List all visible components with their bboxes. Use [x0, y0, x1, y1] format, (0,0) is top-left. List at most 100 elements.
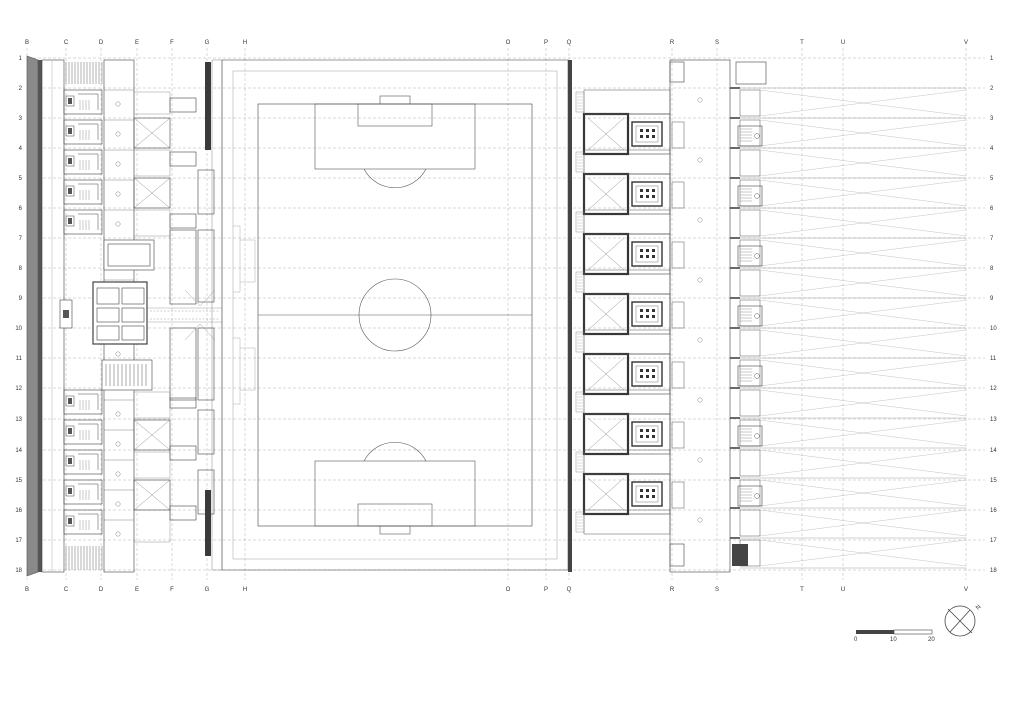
grid-label-row-12-left: 12: [15, 386, 22, 392]
grid-label-row-10-right: 10: [990, 326, 997, 332]
east-stair-core: [737, 365, 763, 387]
grid-label-col-C-bottom: C: [64, 587, 69, 593]
east-seating-tier: [730, 117, 967, 147]
room-tag-bubble: [697, 277, 703, 283]
grid-label-col-U-top: U: [841, 40, 845, 46]
grid-label-row-11-left: 11: [16, 356, 23, 362]
grid-label-col-P-bottom: P: [544, 587, 548, 593]
room-tag-bubble: [697, 457, 703, 463]
west-column-box: [169, 213, 197, 229]
east-stair-core: [737, 185, 763, 207]
west-bay-cell: [133, 209, 171, 237]
west-facade: [26, 55, 39, 577]
scale-label-10: 10: [890, 637, 897, 643]
east-seating-tier: [730, 237, 967, 267]
centre-circle: [358, 278, 432, 352]
west-stair-core: [63, 389, 103, 415]
west-column-box: [169, 397, 197, 409]
east-seating-tier: [730, 447, 967, 477]
grid-label-col-R-top: R: [670, 40, 675, 46]
east-corner-box-top-right: [735, 61, 767, 85]
grid-label-row-2-right: 2: [990, 86, 994, 92]
grid-label-row-1-right: 1: [990, 56, 994, 62]
grid-label-col-H-bottom: H: [243, 587, 247, 593]
west-stair-core: [63, 449, 103, 475]
grid-label-row-8-left: 8: [19, 266, 23, 272]
west-outer-wall: [38, 60, 42, 572]
grid-label-row-18-right: 18: [990, 568, 997, 574]
east-seating-tier: [730, 267, 967, 297]
grid-label-col-Q-bottom: Q: [567, 587, 572, 593]
grid-label-col-G-top: G: [205, 40, 210, 46]
grid-label-row-15-left: 15: [15, 478, 22, 484]
east-stair-cores: [697, 97, 763, 523]
grid-label-col-U-bottom: U: [841, 587, 845, 593]
east-stair-core: [737, 485, 763, 507]
grid-label-row-12-right: 12: [990, 386, 997, 392]
east-column-s-band: [669, 59, 731, 573]
grid-label-col-F-bottom: F: [170, 587, 174, 593]
grid-label-row-13-left: 13: [15, 417, 22, 423]
goal-bottom: [379, 525, 411, 535]
grid-label-row-4-right: 4: [990, 146, 994, 152]
west-braced-bay: [133, 117, 171, 149]
scale-label-20: 20: [928, 637, 935, 643]
grid-label-col-B-top: B: [25, 40, 29, 46]
grid-label-row-2-left: 2: [19, 86, 23, 92]
grid-label-col-F-top: F: [170, 40, 174, 46]
east-seating-tier: [730, 417, 967, 447]
east-bays: [575, 89, 685, 535]
football-pitch: [221, 59, 569, 571]
dugouts: [233, 225, 256, 405]
grid-label-col-Q-top: Q: [567, 40, 572, 46]
east-stair-core: [737, 425, 763, 447]
west-braced-bay: [133, 419, 171, 451]
room-tag-bubble: [115, 101, 121, 107]
room-tag-bubble: [115, 221, 121, 227]
room-tag-bubble: [115, 131, 121, 137]
east-seating-tier: [730, 537, 967, 567]
west-stand: [26, 55, 223, 577]
grid-label-row-9-right: 9: [990, 296, 994, 302]
east-seating-tier: [730, 297, 967, 327]
room-tag-bubble: [697, 157, 703, 163]
grid-label-row-16-left: 16: [15, 508, 22, 514]
grid-label-col-D-bottom: D: [99, 587, 104, 593]
grid-label-row-16-right: 16: [990, 508, 997, 514]
east-seating-tier: [730, 87, 967, 117]
goal-top: [379, 95, 411, 105]
grid-label-col-O-bottom: O: [506, 587, 511, 593]
west-stand-box: [197, 169, 215, 215]
east-seating-tier: [730, 327, 967, 357]
grid-label-col-H-top: H: [243, 40, 247, 46]
east-stair-core: [737, 305, 763, 327]
room-tag-bubble: [115, 531, 121, 537]
east-seating-tier: [730, 207, 967, 237]
room-tag-bubble: [115, 411, 121, 417]
east-seating-tier: [730, 357, 967, 387]
grid-label-row-5-right: 5: [990, 176, 994, 182]
west-bay-cell: [133, 451, 171, 479]
east-corner-box-bottom-right: [732, 544, 748, 566]
grid-label-col-B-bottom: B: [25, 587, 29, 593]
players-tunnel: [147, 289, 222, 341]
grid-label-col-D-top: D: [99, 40, 104, 46]
room-tag-bubble: [697, 397, 703, 403]
grid-label-col-T-bottom: T: [800, 587, 804, 593]
grid-label-row-11-right: 11: [990, 356, 997, 362]
west-stair-core: [63, 149, 103, 175]
west-column-box: [169, 229, 197, 305]
room-tag-bubble: [115, 441, 121, 447]
grid-label-row-6-left: 6: [19, 206, 23, 212]
east-seating-tier: [730, 477, 967, 507]
west-column-box: [169, 445, 197, 461]
grid-label-col-R-bottom: R: [670, 587, 675, 593]
grid-label-row-14-left: 14: [15, 448, 22, 454]
grid-label-col-V-bottom: V: [964, 587, 968, 593]
room-tag-bubble: [697, 517, 703, 523]
west-dark-wall-segment: [205, 110, 211, 150]
scale-bar: 0 10 20: [854, 629, 935, 643]
scale-label-0: 0: [854, 637, 858, 643]
grid-label-col-S-top: S: [715, 40, 719, 46]
west-stair-core: [63, 179, 103, 205]
